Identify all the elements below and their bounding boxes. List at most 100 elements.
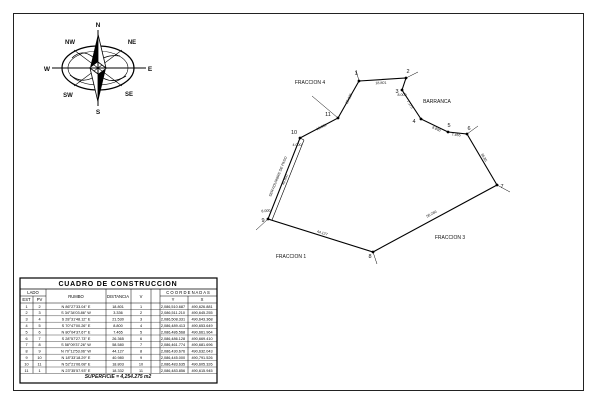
vertex-point-4 [419, 117, 423, 121]
side-distance-label: 44.127 [316, 230, 328, 237]
vertex-label-7: 7 [500, 184, 503, 190]
area-label: FRACCION 3 [435, 235, 466, 241]
compass-rose: N S E W NE NW SE SW [44, 22, 153, 116]
table-cell: 2 [38, 305, 40, 309]
vertex-label-4: 4 [412, 119, 415, 125]
compass-w-label: W [44, 66, 51, 73]
table-cell: 2,086,445.000 [161, 356, 185, 360]
table-cell: 2,086,430.676 [161, 350, 185, 354]
side-distance-label: 8.800 [431, 125, 441, 132]
table-cell: 9 [140, 356, 142, 360]
table-title: CUADRO DE CONSTRUCCION [58, 281, 177, 288]
header-est: EST [22, 297, 31, 302]
table-cell: 7 [25, 343, 27, 347]
table-cell: 2,086,510.687 [161, 305, 185, 309]
table-cell: 3 [25, 318, 27, 322]
table-cell: 1 [38, 369, 40, 373]
table-column-lines [32, 289, 189, 374]
vertex-point-3 [400, 88, 404, 92]
table-cell: 6 [140, 337, 142, 341]
table-cell: 21.530 [112, 318, 124, 322]
table-cell: 2,086,483.635 [161, 362, 185, 366]
side-distance-label: 7.175 [406, 100, 414, 110]
vertex-label-8: 8 [368, 254, 371, 260]
table-cell: 5 [25, 330, 27, 334]
table-cell: 490,669.410 [191, 337, 212, 341]
table-cell: 18.803 [112, 362, 124, 366]
table-cell: 490,645.255 [191, 311, 212, 315]
table-cell: 40.980 [112, 356, 124, 360]
table-cell: 9 [38, 350, 40, 354]
vertex-point-10 [298, 136, 302, 140]
easement-edge [271, 139, 305, 221]
vertex-point-11 [336, 116, 340, 120]
table-cell: 5 [140, 330, 142, 334]
table-cell: 9 [25, 356, 27, 360]
south-arrow-dark-half [98, 68, 106, 102]
table-cell: 18.332 [112, 369, 124, 373]
adjacent-line-1 [311, 95, 339, 119]
table-cell: 2,086,483.856 [161, 369, 185, 373]
header-y: Y [172, 297, 175, 302]
vertex-point-9 [266, 217, 270, 221]
table-cell: 4 [38, 318, 40, 322]
table-cell: 490,626.881 [191, 305, 212, 309]
adjacent-line-6 [372, 251, 378, 265]
table-cell: N 80°04'37.67" E [62, 330, 91, 334]
table-cell: 2,086,486.128 [161, 337, 185, 341]
adjacent-line-4 [466, 125, 479, 135]
table-cell: S 28°31'48.12" E [62, 318, 91, 322]
table-cell: 8.800 [113, 324, 123, 328]
table-cell: 10 [37, 356, 41, 360]
vertex-point-8 [371, 250, 375, 254]
table-cell: 490,643.368 [191, 318, 212, 322]
vertex-markers [266, 76, 499, 254]
header-distancia: DISTANCIA [107, 294, 129, 299]
table-cell: 2 [140, 311, 142, 315]
compass-ne-sw-axis [73, 49, 123, 87]
vertex-point-5 [446, 130, 450, 134]
table-cell: 11 [139, 369, 143, 373]
vertex-label-1: 1 [354, 71, 357, 77]
table-cell: S 28°57'27.73" E [62, 337, 91, 341]
table-cell: S 58°09'37.26" W [61, 343, 91, 347]
table-cell: 8 [38, 343, 40, 347]
vertex-label-9: 9 [261, 218, 264, 224]
area-label: BARRANCA [423, 99, 451, 105]
side-distance-label: 18.901 [316, 123, 328, 131]
table-cell: 2,086,489.413 [161, 324, 185, 328]
table-cell: 3 [38, 311, 40, 315]
vertex-label-5: 5 [447, 123, 450, 129]
compass-n-label: N [96, 22, 101, 29]
adjacent-line-2 [355, 69, 360, 82]
compass-s-label: S [96, 109, 101, 116]
header-v: V [140, 294, 143, 299]
table-cell: 18.801 [112, 305, 124, 309]
table-cell: 10 [24, 362, 28, 366]
table-cell: 490,681.696 [191, 343, 212, 347]
table-cell: 58.580 [112, 343, 124, 347]
table-cell: 8 [25, 350, 27, 354]
adjacent-line-5 [496, 184, 511, 193]
vertex-label-6: 6 [467, 126, 470, 132]
vertex-label-11: 11 [325, 112, 331, 118]
header-x: X [201, 297, 204, 302]
table-cell: 11 [38, 362, 42, 366]
table-cell: 2,086,461.774 [161, 343, 185, 347]
header-lado: LADO [27, 290, 39, 295]
table-cell: 490,615.945 [191, 369, 212, 373]
header-coordenadas: C O O R D E N A D A S [166, 290, 210, 295]
table-cell: 11 [25, 369, 29, 373]
construction-table: CUADRO DE CONSTRUCCION LADO EST PV RUMBO… [19, 277, 218, 384]
table-cell: 44.127 [112, 350, 124, 354]
